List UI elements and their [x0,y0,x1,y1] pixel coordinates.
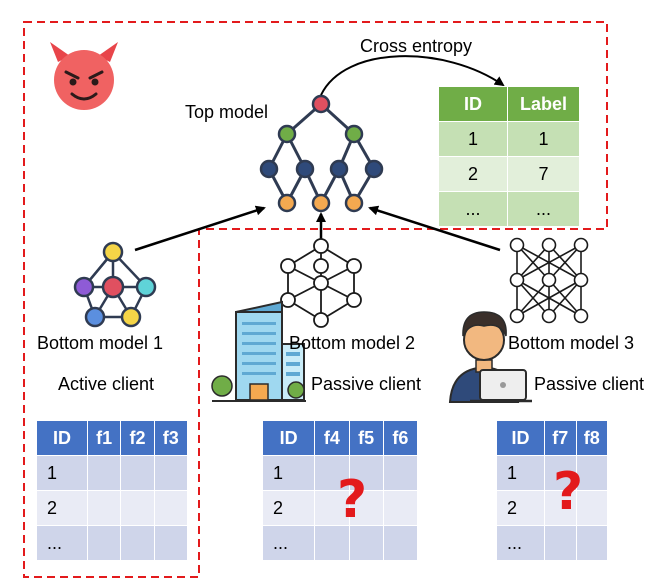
table-cell: 1 [36,455,88,491]
table-header-row: ID f7 f8 [495,420,609,456]
column-header: f1 [86,420,122,456]
bottom-model-1-nodes [73,241,157,328]
column-header: ID [495,420,546,456]
table-cell [86,455,122,491]
bottom-model-2-label: Bottom model 2 [289,333,416,353]
person-laptop-icon [448,311,532,403]
table-row: ... [495,525,609,561]
client3-feature-table: ID f7 f8 1 2 ... [495,420,609,561]
table-cell [314,525,350,561]
table-cell: 2 [261,490,316,526]
table-cell: 2 [36,490,88,526]
devil-face-icon [50,42,118,110]
table-cell [120,455,155,491]
table-cell: ... [261,525,316,561]
bottom-model-3-label: Bottom model 3 [508,333,635,353]
column-header: f8 [575,420,609,456]
passive-client-3-label: Passive client [534,374,645,394]
top-model-label: Top model [185,102,269,122]
table-cell: 2 [438,156,508,192]
column-header: f2 [120,420,155,456]
table-cell [544,525,577,561]
bottom-model-3-nodes [509,237,589,324]
table-row: 2 [261,490,419,526]
column-header: f7 [544,420,577,456]
unknown-features-3: ? [553,462,584,522]
bottom-model-1-label: Bottom model 1 [37,333,164,353]
table-row: 2 [36,490,189,526]
table-cell [382,455,419,491]
column-header: f5 [348,420,384,456]
top-model-nodes [259,94,384,213]
table-cell [575,490,609,526]
table-row: ... [261,525,419,561]
table-cell: ... [507,191,580,227]
table-cell [575,525,609,561]
table-cell [382,490,419,526]
passive-client-2-label: Passive client [311,374,422,394]
cross-entropy-arrow [320,55,505,96]
table-row: 1 [261,455,419,491]
column-header: ID [36,420,88,456]
table-header-row: ID f4 f5 f6 [261,420,419,456]
table-cell [348,490,384,526]
table-cell [575,455,609,491]
table-row: 1 1 [438,121,580,157]
table-cell: 1 [261,455,316,491]
client2-feature-table: ID f4 f5 f6 1 2 ... [261,420,419,561]
table-cell [120,525,155,561]
table-cell [348,525,384,561]
table-row: 1 [495,455,609,491]
column-header: ID [438,86,508,122]
office-building-icon [211,300,306,402]
top-model-network [267,102,376,204]
table-row: 2 [495,490,609,526]
column-header: ID [261,420,316,456]
label-table: ID Label 1 1 2 7 ... ... [438,86,580,227]
table-cell: ... [36,525,88,561]
table-cell: ... [495,525,546,561]
table-cell: 1 [495,455,546,491]
table-cell [153,525,189,561]
cross-entropy-label: Cross entropy [360,36,473,56]
table-cell [86,490,122,526]
unknown-features-2: ? [337,470,368,530]
column-header: f3 [153,420,189,456]
table-cell: 2 [495,490,546,526]
table-cell: ... [438,191,508,227]
table-cell [382,525,419,561]
table-cell [120,490,155,526]
table-header-row: ID f1 f2 f3 [36,420,189,456]
column-header: Label [507,86,580,122]
table-cell [153,490,189,526]
table-row: ... ... [438,191,580,227]
table-cell [348,455,384,491]
table-header-row: ID Label [438,86,580,122]
client1-feature-table: ID f1 f2 f3 1 2 ... [36,420,189,561]
column-header: f4 [314,420,350,456]
table-row: 2 7 [438,156,580,192]
table-cell [314,490,350,526]
table-cell [86,525,122,561]
arrow-bottom1-to-top [134,205,266,252]
bottom-model-2-nodes [280,238,362,328]
table-cell: 1 [507,121,580,157]
table-row: 1 [36,455,189,491]
table-cell [544,455,577,491]
table-row: ... [36,525,189,561]
active-client-label: Active client [58,374,155,394]
table-cell: 7 [507,156,580,192]
column-header: f6 [382,420,419,456]
table-cell: 1 [438,121,508,157]
table-cell [153,455,189,491]
arrow-bottom3-to-top [368,205,501,252]
